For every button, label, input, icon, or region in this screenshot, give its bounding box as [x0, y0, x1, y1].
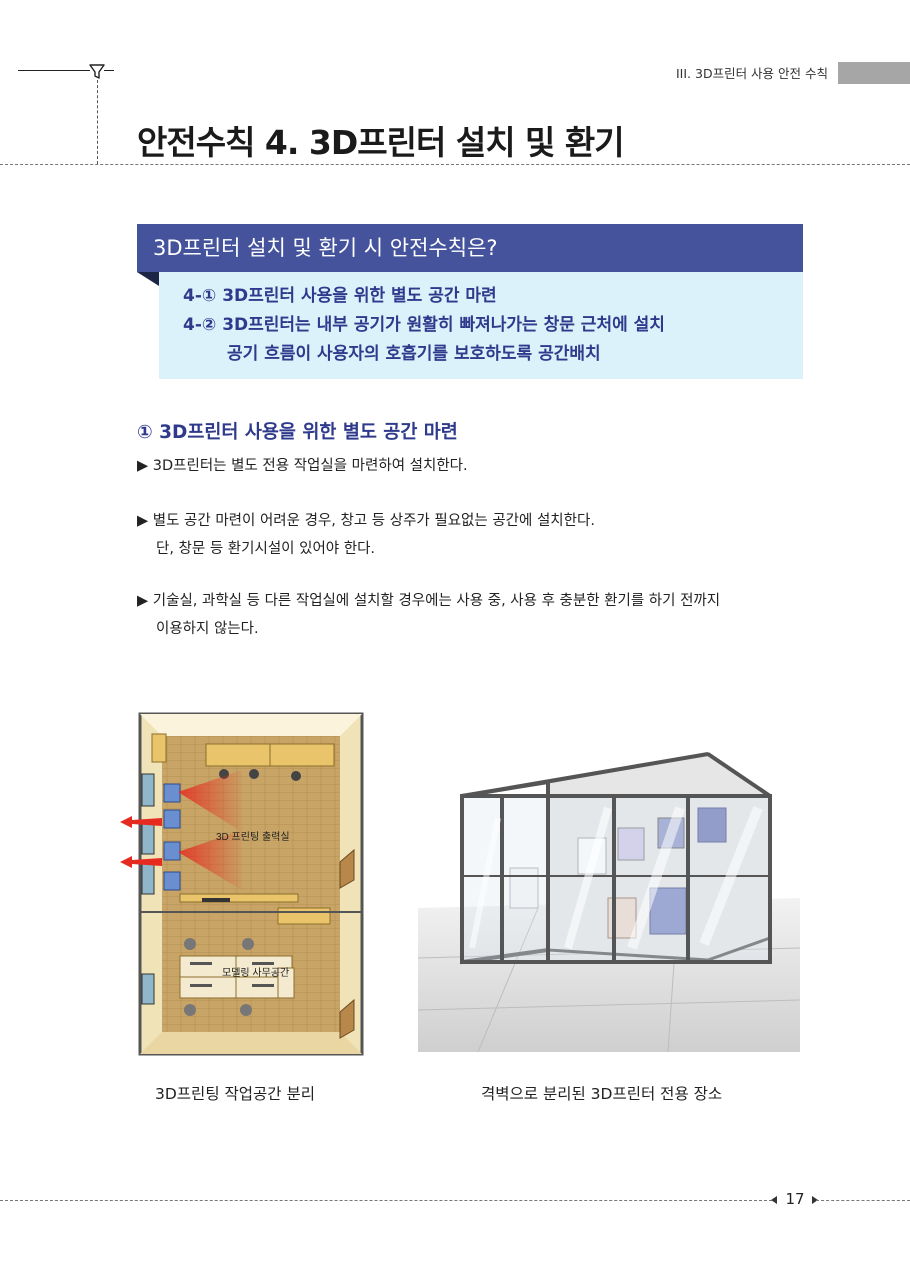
bullet-text-cont: 이용하지 않는다. — [156, 621, 259, 637]
footer-divider-left — [0, 1200, 772, 1201]
chapter-label: III. 3D프린터 사용 안전 수칙 — [675, 66, 828, 81]
bullet-item: ▶ 3D프린터는 별도 전용 작업실을 마련하여 설치한다. — [137, 452, 468, 480]
bullet-text: 별도 공간 마련이 어려운 경우, 창고 등 상주가 필요없는 공간에 설치한다… — [152, 513, 595, 529]
arrow-right-icon — [812, 1196, 818, 1204]
summary-box-heading: 3D프린터 설치 및 환기 시 안전수칙은? — [137, 224, 803, 272]
header-rule-short — [104, 70, 114, 71]
summary-box-fold — [137, 272, 159, 286]
header-vertical-guide — [97, 80, 98, 164]
arrow-left-icon — [771, 1196, 777, 1204]
header-divider — [0, 164, 910, 165]
bullet-text-cont: 단, 창문 등 환기시설이 있어야 한다. — [156, 541, 376, 557]
enclosure-illustration — [418, 752, 800, 1052]
bullet-item: ▶ 별도 공간 마련이 어려운 경우, 창고 등 상주가 필요없는 공간에 설치… — [137, 507, 595, 563]
bullet-marker-icon: ▶ — [137, 458, 149, 474]
figure-caption-floorplan: 3D프린팅 작업공간 분리 — [155, 1085, 315, 1103]
header-rule — [18, 70, 90, 71]
floorplan-illustration: 3D 프린팅 출력실 모델링 사무공간 — [120, 712, 364, 1056]
bullet-text: 기술실, 과학실 등 다른 작업실에 설치할 경우에는 사용 중, 사용 후 충… — [152, 593, 721, 609]
funnel-icon — [89, 64, 105, 79]
page-title: 안전수칙 4. 3D프린터 설치 및 환기 — [137, 123, 625, 162]
summary-line: 4-② 3D프린터는 내부 공기가 원활히 빠져나가는 창문 근처에 설치 — [183, 315, 665, 335]
bullet-text: 3D프린터는 별도 전용 작업실을 마련하여 설치한다. — [152, 458, 468, 474]
bullet-marker-icon: ▶ — [137, 513, 149, 529]
summary-line: 4-① 3D프린터 사용을 위한 별도 공간 마련 — [183, 286, 497, 306]
summary-line: 공기 흐름이 사용자의 호흡기를 보호하도록 공간배치 — [227, 344, 601, 364]
floorplan-label-office: 모델링 사무공간 — [222, 967, 289, 979]
section-title: ① 3D프린터 사용을 위한 별도 공간 마련 — [137, 422, 458, 443]
footer-divider-right — [816, 1200, 910, 1201]
chapter-tab — [838, 62, 910, 84]
page-number: 17 — [785, 1190, 805, 1208]
floorplan-label-print-room: 3D 프린팅 출력실 — [216, 831, 290, 843]
summary-box-body: 4-① 3D프린터 사용을 위한 별도 공간 마련 4-② 3D프린터는 내부 … — [159, 272, 803, 379]
bullet-item: ▶ 기술실, 과학실 등 다른 작업실에 설치할 경우에는 사용 중, 사용 후… — [137, 587, 720, 643]
bullet-marker-icon: ▶ — [137, 593, 149, 609]
figure-caption-enclosure: 격벽으로 분리된 3D프린터 전용 장소 — [481, 1085, 723, 1103]
